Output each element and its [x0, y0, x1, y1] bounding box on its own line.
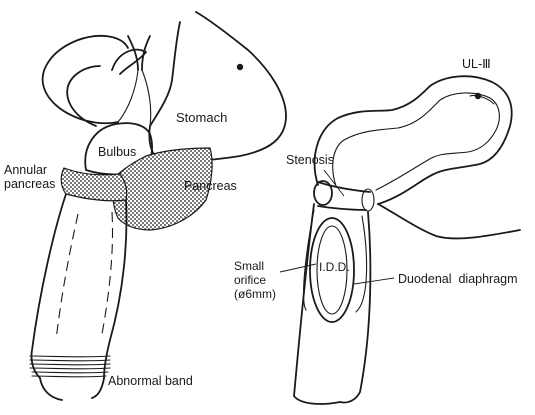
label-stomach: Stomach	[176, 110, 227, 125]
label-stenosis: Stenosis	[286, 153, 334, 167]
label-idd: I.D.D.	[319, 260, 350, 274]
label-annular-line2: pancreas	[4, 177, 55, 191]
label-small-orifice-line1: Small	[234, 259, 264, 273]
antrum-outline	[315, 76, 512, 204]
leader-duodenal-diaphragm	[354, 278, 394, 284]
left-anatomy-drawing: Stomach Bulbus Annular pancreas Pancreas…	[4, 12, 286, 400]
label-small-orifice-line3: (ø6mm)	[234, 287, 276, 301]
right-xray-drawing: UL-Ⅲ Stenosis I.D.D. Small orifice (ø6mm…	[234, 57, 520, 404]
duodenal-tube	[294, 204, 370, 404]
label-ul-iii: UL-Ⅲ	[462, 57, 491, 71]
label-abnormal-band: Abnormal band	[108, 374, 193, 388]
label-duodenal-diaphragm: Duodenal diaphragm	[398, 272, 518, 286]
stomach-outline	[112, 12, 286, 164]
label-pancreas: Pancreas	[184, 179, 237, 193]
label-small-orifice-line2: orifice	[234, 273, 266, 287]
ulcer-dot	[475, 93, 481, 99]
label-bulbus: Bulbus	[98, 145, 136, 159]
abnormal-band	[30, 356, 110, 377]
label-annular-line1: Annular	[4, 163, 47, 177]
upper-left-loop	[43, 36, 128, 126]
stomach-dot	[237, 64, 243, 70]
outer-curve	[378, 204, 520, 238]
